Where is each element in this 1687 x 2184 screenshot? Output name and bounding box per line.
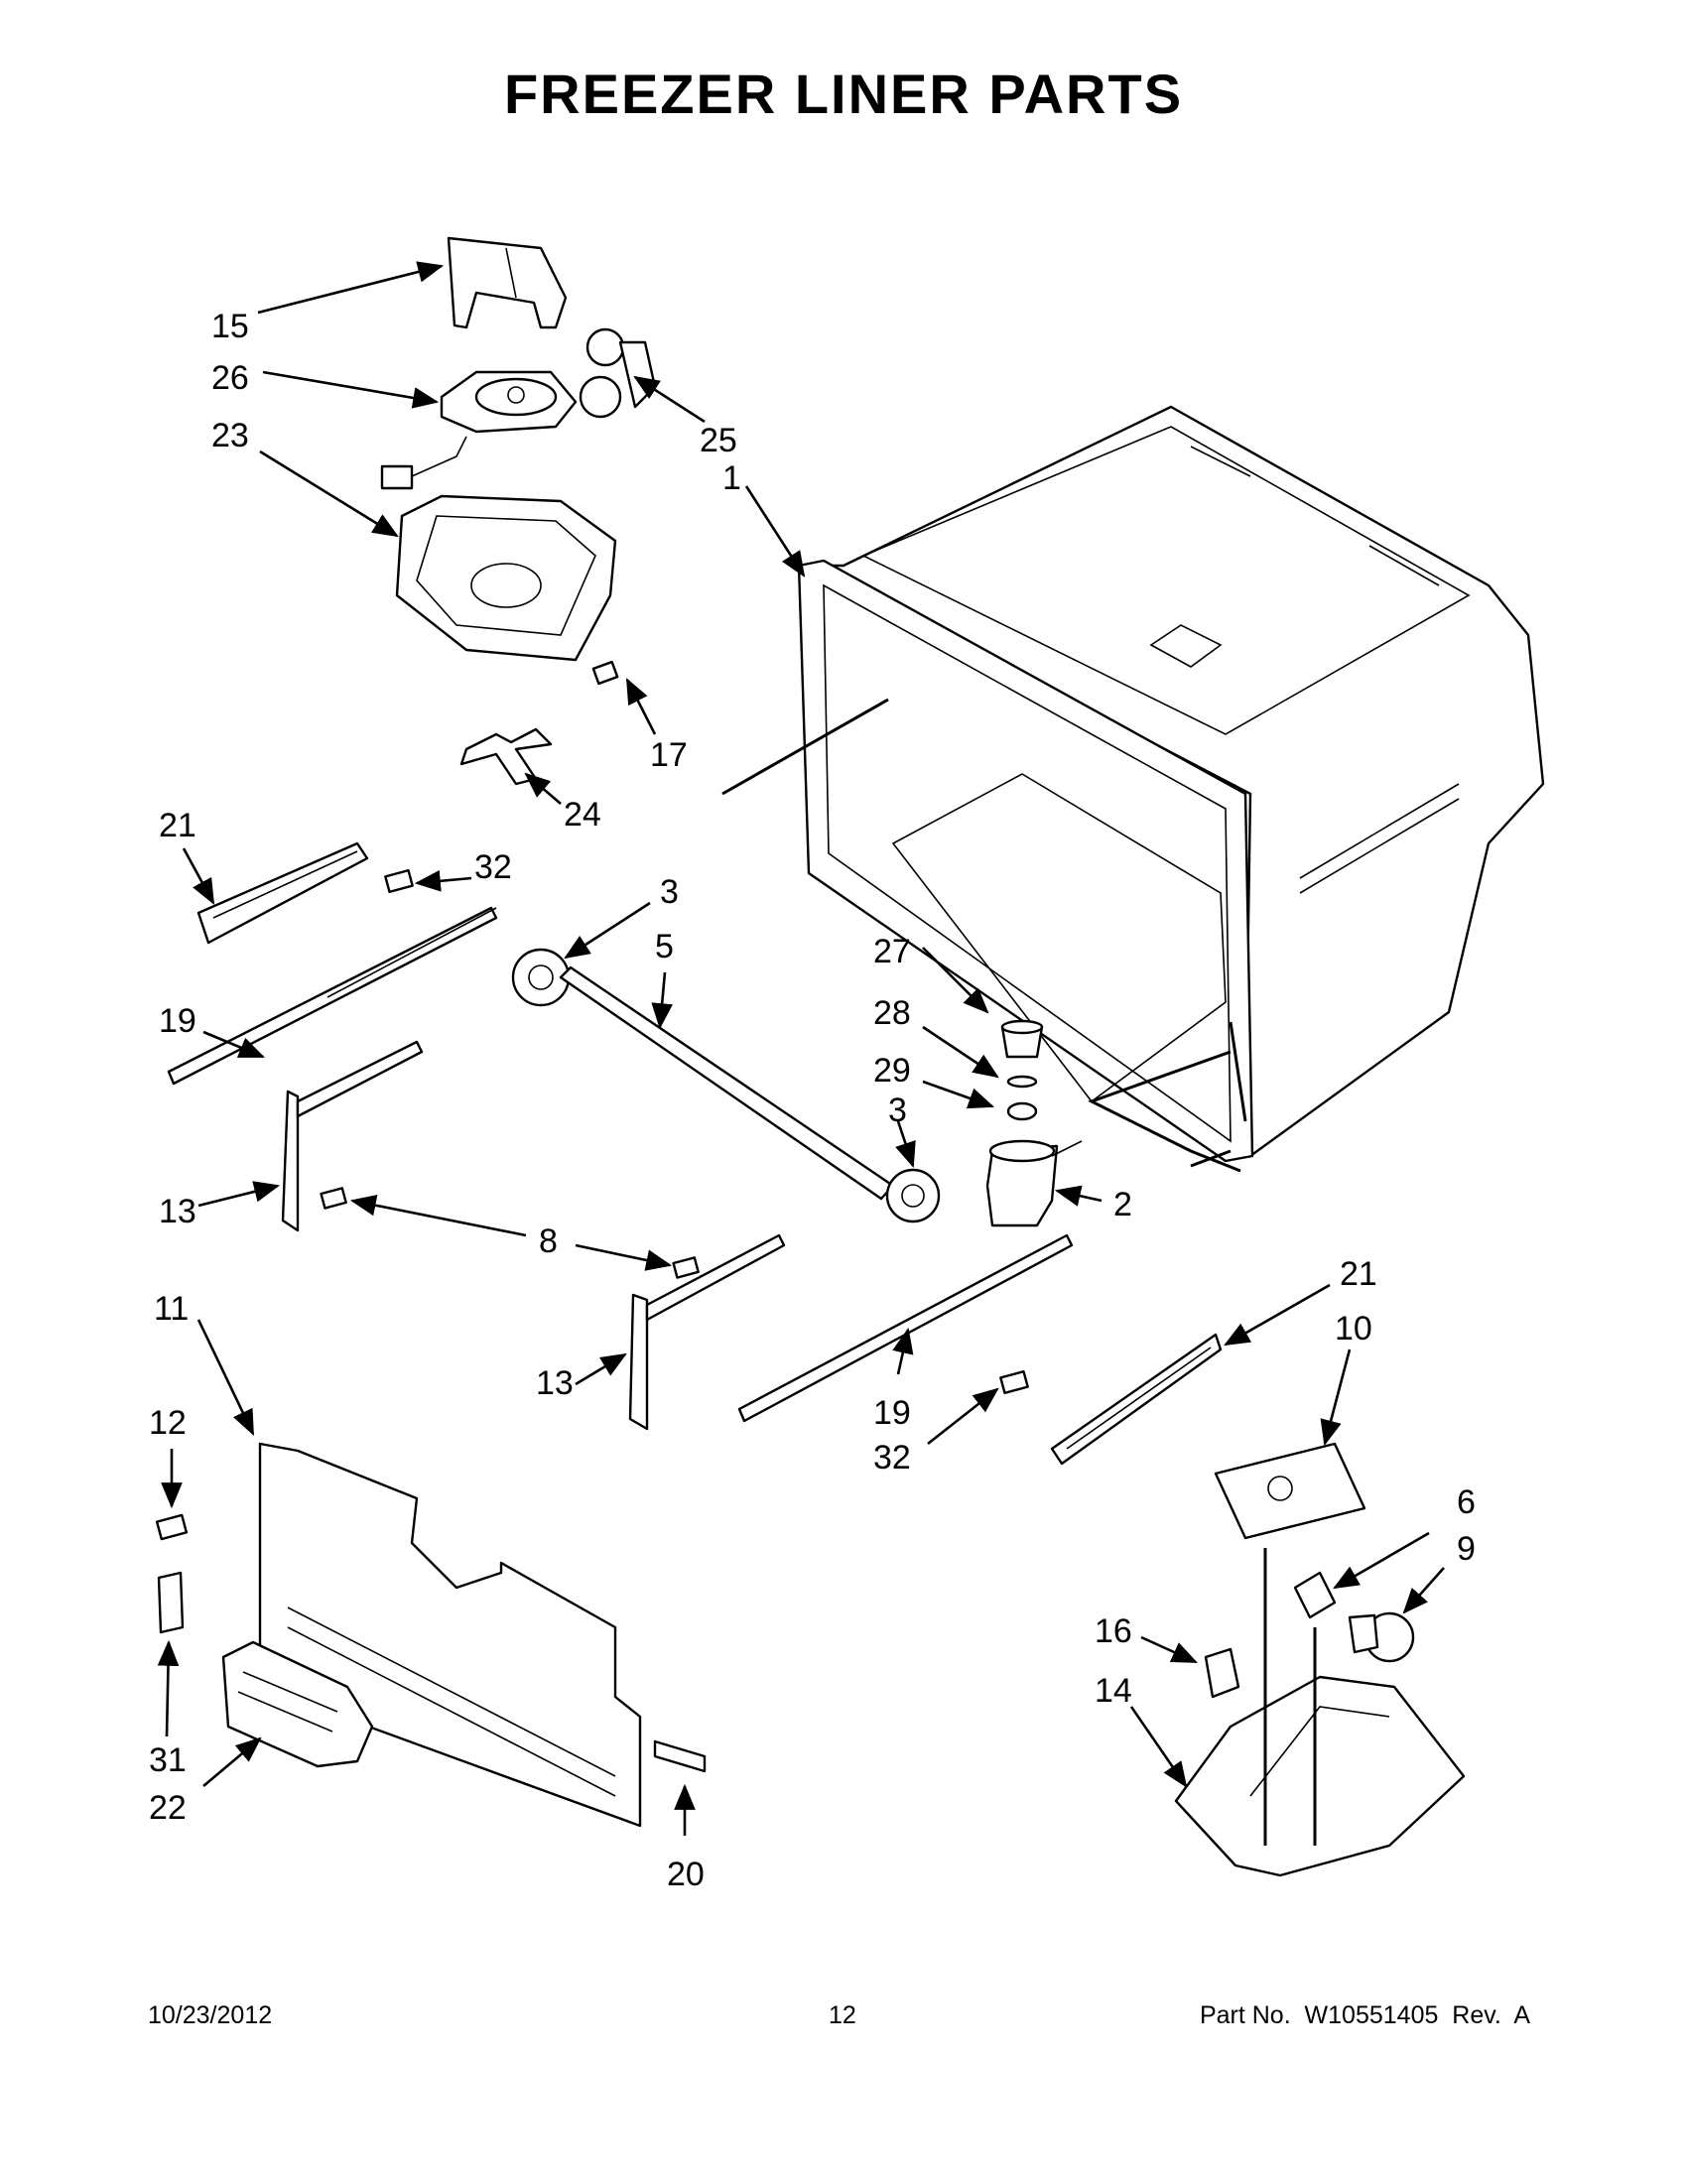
assembly-guide-lines: [721, 698, 1317, 1846]
rail-bracket-upper-left-part: [196, 841, 369, 945]
screw-8-part: [320, 1187, 700, 1279]
callout-23: 23: [211, 417, 249, 454]
callout-29: 29: [873, 1052, 911, 1090]
callout-20: 20: [667, 1856, 705, 1893]
callout-6: 6: [1457, 1483, 1476, 1521]
damper-part: [579, 327, 657, 419]
callout-13-upper: 13: [159, 1193, 196, 1230]
fan-motor-part: [380, 370, 578, 490]
callout-11: 11: [154, 1290, 189, 1328]
callout-2: 2: [1113, 1186, 1132, 1223]
callout-21-upper: 21: [159, 807, 196, 844]
callout-16: 16: [1095, 1612, 1132, 1650]
strip-part: [653, 1739, 707, 1773]
callout-28: 28: [873, 994, 911, 1032]
callout-8: 8: [539, 1222, 558, 1260]
bulb-9-part: [1348, 1611, 1415, 1663]
vent-grille-part: [221, 1640, 374, 1768]
callout-26: 26: [211, 359, 249, 397]
leader-lines: [157, 261, 1445, 1836]
light-housing-part: [1174, 1675, 1466, 1877]
switch-16-part: [1204, 1647, 1240, 1699]
label-sheet-part: [1214, 1442, 1366, 1540]
screw-17-part: [591, 660, 619, 686]
callout-27: 27: [873, 933, 911, 970]
callout-13-lower: 13: [536, 1364, 574, 1402]
bracket-lower-part: [628, 1233, 786, 1431]
shaft-part: [559, 965, 895, 1201]
clip-31-part: [157, 1571, 185, 1634]
back-panel-part: [258, 1442, 642, 1828]
fan-bracket-part: [447, 236, 568, 329]
fan-blade-part: [459, 727, 553, 786]
callout-19-upper: 19: [159, 1002, 196, 1040]
footer-part-number: Part No. W10551405 Rev. A: [1199, 2001, 1530, 2029]
callout-22: 22: [149, 1789, 187, 1827]
callout-32-lower: 32: [873, 1439, 911, 1477]
callout-17: 17: [650, 736, 688, 774]
callout-3-upper: 3: [660, 873, 679, 911]
callout-15: 15: [211, 308, 249, 345]
screw-32-lower-part: [999, 1369, 1029, 1395]
callout-24: 24: [564, 796, 601, 834]
drain-trough-part: [985, 1139, 1083, 1227]
callout-32-upper: 32: [474, 848, 512, 886]
bracket-upper-part: [281, 1040, 424, 1232]
callout-3-lower: 3: [888, 1092, 907, 1129]
callout-31: 31: [149, 1741, 187, 1779]
callout-14: 14: [1095, 1672, 1132, 1710]
slide-rail-lower-part: [737, 1233, 1074, 1423]
footer-date: 10/23/2012: [148, 2001, 273, 2029]
drain-cup-part: [1000, 1019, 1044, 1121]
screw-32-upper-part: [384, 868, 414, 894]
rail-bracket-lower-right-part: [1050, 1333, 1223, 1466]
gear-lower-part: [885, 1168, 941, 1223]
callout-9: 9: [1457, 1530, 1476, 1568]
callout-25: 25: [700, 422, 737, 459]
callout-labels: 15 26 23 25 1 17 24 21 32 3 5 19 13 8 27…: [149, 308, 1476, 1893]
fan-housing-part: [395, 494, 617, 662]
callout-12: 12: [149, 1404, 187, 1442]
callout-19-lower: 19: [873, 1394, 911, 1432]
callout-21-lower: 21: [1340, 1255, 1377, 1293]
socket-6-part: [1293, 1571, 1337, 1619]
page-title: FREEZER LINER PARTS: [503, 63, 1184, 125]
callout-1: 1: [722, 459, 741, 497]
footer-page-number: 12: [829, 2001, 856, 2029]
freezer-liner-part: [797, 405, 1545, 1163]
callout-10: 10: [1335, 1310, 1372, 1348]
callout-5: 5: [655, 928, 674, 965]
screw-12-part: [155, 1513, 189, 1541]
